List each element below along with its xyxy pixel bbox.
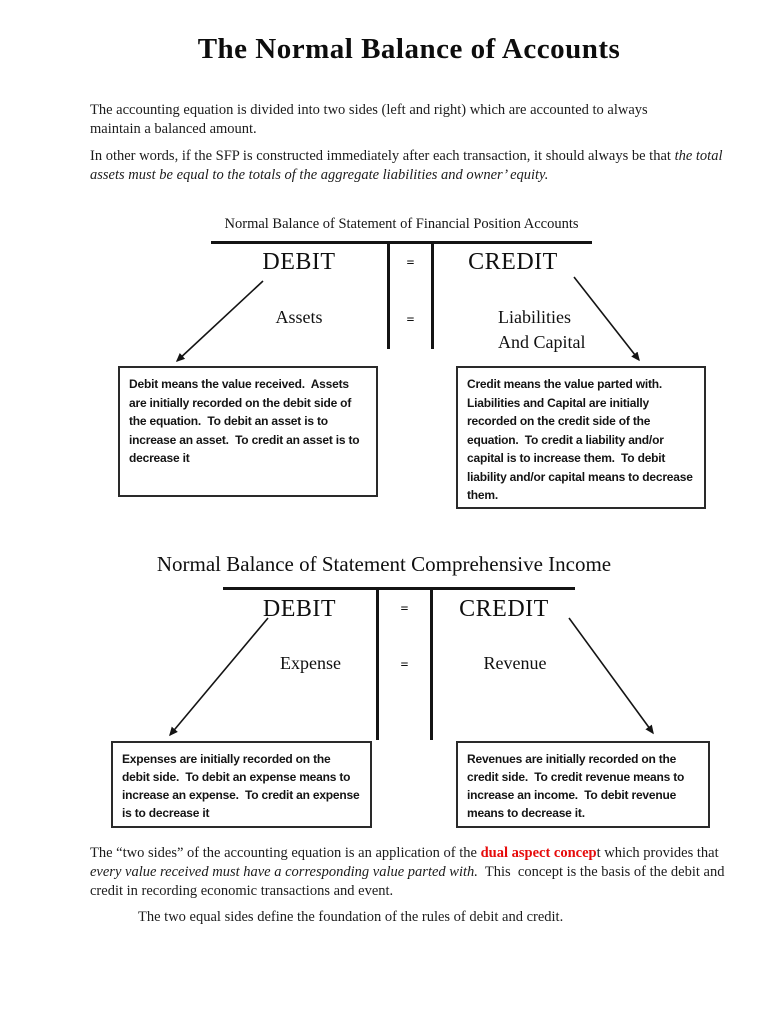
dual-aspect-seg1: The “two sides” of the accounting equati… <box>90 845 481 861</box>
diagram1-vertical-rule-right <box>431 241 434 349</box>
diagram2-vertical-rule-left <box>376 587 379 740</box>
and-capital-line: And Capital <box>498 332 586 352</box>
diagram1-credit-header: CREDIT <box>468 249 558 275</box>
arrow-credit-to-revenues-note <box>568 617 654 735</box>
diagram1-horizontal-rule <box>211 241 592 244</box>
diagram2-debit-header: DEBIT <box>262 596 337 622</box>
dual-aspect-seg2: t which provides that <box>596 845 723 861</box>
sfp-paragraph-italic: the total assets must be equal to the to… <box>90 148 727 183</box>
intro-paragraph: The accounting equation is divided into … <box>90 102 652 137</box>
diagram2-credit-header: CREDIT <box>459 596 549 622</box>
diagram2-equals-top: = <box>400 602 409 617</box>
dual-aspect-paragraph: The “two sides” of the accounting equati… <box>90 844 734 901</box>
closing-sentence: The two equal sides define the foundatio… <box>138 909 564 925</box>
diagram1-equals-mid: = <box>406 313 415 328</box>
sfp-paragraph: In other words, if the SFP is constructe… <box>90 147 732 185</box>
liabilities-line: Liabilities <box>498 307 571 327</box>
dual-aspect-concept-highlight: dual aspect concep <box>480 845 597 861</box>
diagram1-equals-top: = <box>406 256 415 271</box>
diagram2-vertical-rule-right <box>430 587 433 740</box>
diagram2-horizontal-rule <box>223 587 575 590</box>
debit-explanation-box: Debit means the value received. Assets a… <box>118 366 378 497</box>
dual-aspect-italic: every value received must have a corresp… <box>90 864 478 880</box>
dual-aspect-seg3: This concept is the basis of the debit a… <box>90 864 729 899</box>
diagram1-vertical-rule-left <box>387 241 390 349</box>
diagram2-equals-mid: = <box>400 658 409 673</box>
page-title: The Normal Balance of Accounts <box>197 33 621 65</box>
revenues-explanation-box: Revenues are initially recorded on the c… <box>456 741 710 828</box>
arrow-debit-to-expenses-note <box>169 617 269 737</box>
expenses-explanation-box: Expenses are initially recorded on the d… <box>111 741 372 828</box>
diagram1-assets-label: Assets <box>275 307 323 327</box>
diagram1-debit-header: DEBIT <box>262 249 336 275</box>
sfp-paragraph-normal: In other words, if the SFP is constructe… <box>90 148 675 164</box>
diagram2-revenue-label: Revenue <box>483 653 547 673</box>
credit-explanation-box: Credit means the value parted with. Liab… <box>456 366 706 509</box>
diagram2-expense-label: Expense <box>280 653 341 673</box>
diagram1-caption: Normal Balance of Statement of Financial… <box>224 216 579 232</box>
diagram2-caption: Normal Balance of Statement Comprehensiv… <box>156 552 612 576</box>
